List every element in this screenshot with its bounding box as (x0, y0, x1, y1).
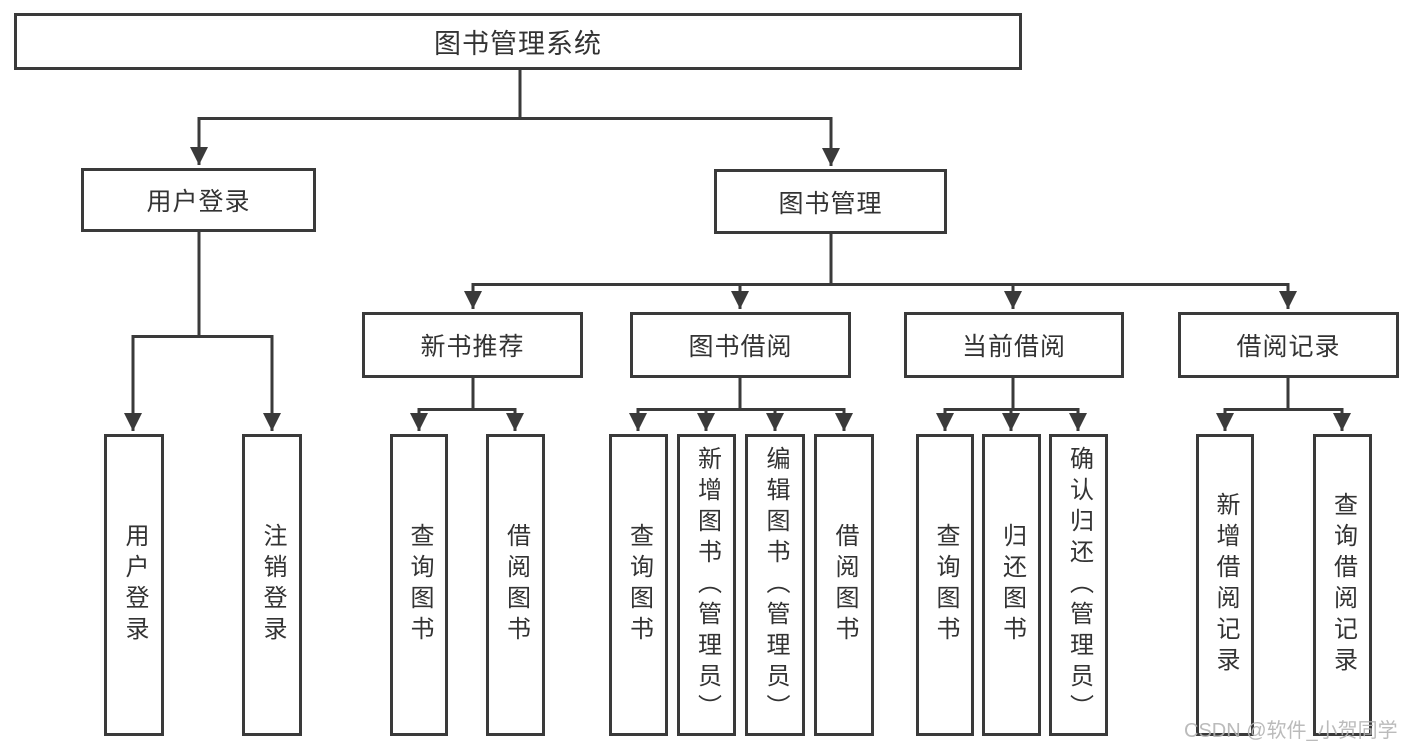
leaf-logout-label: 注销登录 (259, 523, 286, 647)
leaf-add-borrow-record-label: 新增借阅记录 (1212, 492, 1239, 678)
edge-book-borrow-children (638, 378, 844, 411)
leaf-add-book-admin-label: 新增图书（管理员） (693, 445, 721, 725)
leaf-query-books-2-label: 查询图书 (625, 523, 653, 647)
edge-borrow-records-children (1225, 378, 1342, 411)
leaf-add-borrow-record: 新增借阅记录 (1196, 434, 1254, 736)
leaf-borrow-books-1: 借阅图书 (486, 434, 545, 736)
leaf-edit-book-admin: 编辑图书（管理员） (745, 434, 805, 736)
leaf-query-books-1-label: 查询图书 (406, 523, 433, 647)
node-book-borrow: 图书借阅 (630, 312, 851, 378)
edge-current-borrow-children (945, 378, 1078, 411)
leaf-confirm-return-admin: 确认归还（管理员） (1049, 434, 1108, 736)
leaf-query-books-3-label: 查询图书 (932, 523, 959, 647)
leaf-query-borrow-record-label: 查询借阅记录 (1329, 492, 1357, 678)
csdn-watermark: CSDN @软件_小贺同学 (1184, 720, 1398, 742)
leaf-borrow-books-2: 借阅图书 (814, 434, 874, 736)
leaf-user-login: 用户登录 (104, 434, 164, 736)
leaf-logout: 注销登录 (242, 434, 302, 736)
node-current-borrow: 当前借阅 (904, 312, 1124, 378)
leaf-add-book-admin: 新增图书（管理员） (677, 434, 736, 736)
leaf-edit-book-admin-label: 编辑图书（管理员） (762, 445, 789, 725)
edge-root-to-level2 (199, 70, 831, 120)
leaf-return-books: 归还图书 (982, 434, 1041, 736)
node-new-book-recommend: 新书推荐 (362, 312, 583, 378)
leaf-return-books-label: 归还图书 (998, 523, 1026, 647)
edge-new-book-recommend-children (419, 378, 515, 411)
edge-user-login-children (133, 232, 272, 338)
leaf-borrow-books-2-label: 借阅图书 (831, 523, 858, 647)
node-borrow-records: 借阅记录 (1178, 312, 1399, 378)
leaf-query-books-1: 查询图书 (390, 434, 448, 736)
edge-book-management-to-level3 (473, 234, 1288, 286)
leaf-query-books-3: 查询图书 (916, 434, 974, 736)
node-book-management: 图书管理 (714, 169, 947, 234)
leaf-query-books-2: 查询图书 (609, 434, 668, 736)
node-root: 图书管理系统 (14, 13, 1022, 70)
leaf-query-borrow-record: 查询借阅记录 (1313, 434, 1372, 736)
leaf-confirm-return-admin-label: 确认归还（管理员） (1065, 445, 1093, 725)
node-user-login: 用户登录 (81, 168, 316, 232)
leaf-borrow-books-1-label: 借阅图书 (502, 523, 530, 647)
leaf-user-login-label: 用户登录 (121, 523, 148, 647)
